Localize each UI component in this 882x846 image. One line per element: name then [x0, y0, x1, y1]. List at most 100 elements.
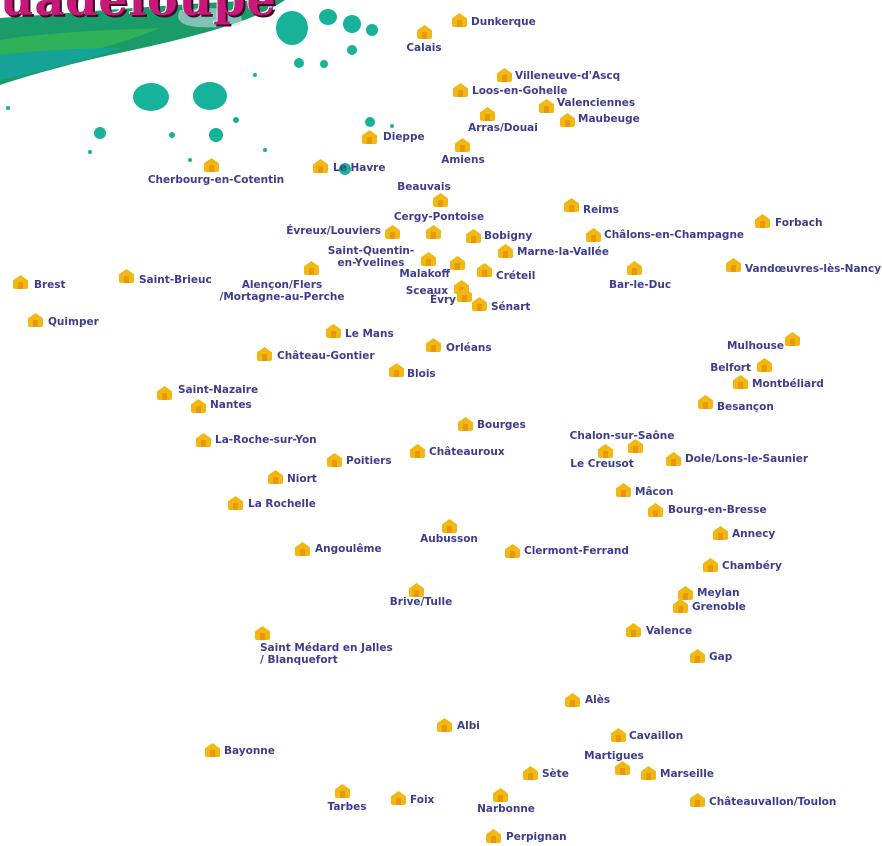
city-label[interactable]: Le Mans: [345, 328, 394, 340]
city-marker-icon[interactable]: [28, 313, 43, 327]
city-label[interactable]: Mâcon: [635, 486, 674, 498]
city-label[interactable]: Malakoff: [399, 268, 450, 280]
city-marker-icon[interactable]: [486, 829, 501, 843]
city-label[interactable]: Cergy-Pontoise: [393, 211, 485, 223]
city-label[interactable]: Le Creusot: [570, 458, 634, 470]
city-marker-icon[interactable]: [295, 542, 310, 556]
city-marker-icon[interactable]: [564, 198, 579, 212]
city-marker-icon[interactable]: [703, 558, 718, 572]
city-marker-icon[interactable]: [385, 225, 400, 239]
city-marker-icon[interactable]: [628, 439, 643, 453]
city-marker-icon[interactable]: [455, 138, 470, 152]
city-label[interactable]: Nantes: [210, 399, 252, 411]
city-label[interactable]: Alençon/Flers/Mortagne-au-Perche: [219, 279, 345, 303]
city-label[interactable]: Brest: [34, 279, 66, 291]
city-label[interactable]: Meylan: [697, 587, 740, 599]
city-label[interactable]: Grenoble: [692, 601, 746, 613]
city-marker-icon[interactable]: [205, 743, 220, 757]
city-marker-icon[interactable]: [666, 452, 681, 466]
city-label[interactable]: Château-Gontier: [277, 350, 375, 362]
city-marker-icon[interactable]: [598, 444, 613, 458]
city-marker-icon[interactable]: [565, 693, 580, 707]
city-marker-icon[interactable]: [690, 649, 705, 663]
city-label[interactable]: Quimper: [48, 316, 99, 328]
city-marker-icon[interactable]: [477, 263, 492, 277]
city-label[interactable]: Calais: [406, 42, 442, 54]
city-marker-icon[interactable]: [442, 519, 457, 533]
city-marker-icon[interactable]: [409, 583, 424, 597]
city-marker-icon[interactable]: [627, 261, 642, 275]
city-label[interactable]: Créteil: [496, 270, 536, 282]
city-marker-icon[interactable]: [498, 244, 513, 258]
city-marker-icon[interactable]: [327, 453, 342, 467]
city-marker-icon[interactable]: [586, 228, 601, 242]
city-label[interactable]: Niort: [287, 473, 317, 485]
city-label[interactable]: Gap: [709, 651, 733, 663]
city-label[interactable]: Chambéry: [722, 560, 782, 572]
city-marker-icon[interactable]: [389, 363, 404, 377]
city-label[interactable]: Blois: [407, 368, 436, 380]
city-label[interactable]: Arras/Douai: [468, 122, 538, 134]
city-label[interactable]: Beauvais: [397, 181, 451, 193]
city-marker-icon[interactable]: [472, 297, 487, 311]
city-marker-icon[interactable]: [228, 496, 243, 510]
city-label[interactable]: Orléans: [446, 342, 492, 354]
city-label[interactable]: Vandœuvres-lès-Nancy: [745, 263, 882, 275]
city-label[interactable]: Dole/Lons-le-Saunier: [685, 453, 809, 465]
city-label[interactable]: Bayonne: [224, 745, 275, 757]
city-label[interactable]: Marne-la-Vallée: [517, 246, 610, 258]
city-marker-icon[interactable]: [480, 107, 495, 121]
city-marker-icon[interactable]: [13, 275, 28, 289]
city-marker-icon[interactable]: [410, 444, 425, 458]
city-marker-icon[interactable]: [437, 718, 452, 732]
city-label[interactable]: Le Havre: [333, 162, 386, 174]
city-marker-icon[interactable]: [458, 417, 473, 431]
city-label[interactable]: Aubusson: [420, 533, 478, 545]
city-label[interactable]: Narbonne: [477, 803, 535, 815]
city-marker-icon[interactable]: [255, 626, 270, 640]
city-marker-icon[interactable]: [757, 358, 772, 372]
city-label[interactable]: Foix: [410, 794, 435, 806]
city-label[interactable]: Poitiers: [346, 455, 392, 467]
city-label[interactable]: Saint-Brieuc: [139, 274, 212, 286]
city-label[interactable]: Dieppe: [383, 131, 425, 143]
city-label[interactable]: Châteauroux: [429, 446, 505, 458]
city-label[interactable]: Clermont-Ferrand: [524, 545, 629, 557]
city-label[interactable]: Valenciennes: [557, 97, 636, 109]
city-label[interactable]: Tarbes: [327, 801, 367, 813]
city-marker-icon[interactable]: [673, 599, 688, 613]
city-marker-icon[interactable]: [726, 258, 741, 272]
city-label[interactable]: Montbéliard: [752, 378, 824, 390]
city-label[interactable]: Châlons-en-Champagne: [604, 229, 745, 241]
city-marker-icon[interactable]: [417, 25, 432, 39]
city-marker-icon[interactable]: [733, 375, 748, 389]
city-label[interactable]: Maubeuge: [578, 113, 640, 125]
city-marker-icon[interactable]: [641, 766, 656, 780]
city-label[interactable]: Cherbourg-en-Cotentin: [147, 174, 285, 186]
city-label[interactable]: Saint Médard en Jalles/ Blanquefort: [260, 642, 393, 666]
city-marker-icon[interactable]: [690, 793, 705, 807]
city-marker-icon[interactable]: [626, 623, 641, 637]
city-marker-icon[interactable]: [362, 130, 377, 144]
city-marker-icon[interactable]: [196, 433, 211, 447]
city-label[interactable]: Belfort: [710, 362, 751, 374]
city-label[interactable]: Chalon-sur-Saône: [569, 430, 675, 442]
city-label[interactable]: Forbach: [775, 217, 823, 229]
city-label[interactable]: Dunkerque: [471, 16, 536, 28]
city-marker-icon[interactable]: [191, 399, 206, 413]
city-marker-icon[interactable]: [426, 338, 441, 352]
city-marker-icon[interactable]: [304, 261, 319, 275]
city-label[interactable]: Bourg-en-Bresse: [668, 504, 767, 516]
city-label[interactable]: Villeneuve-d'Ascq: [515, 70, 621, 82]
city-marker-icon[interactable]: [497, 68, 512, 82]
city-marker-icon[interactable]: [493, 788, 508, 802]
city-marker-icon[interactable]: [157, 386, 172, 400]
city-marker-icon[interactable]: [204, 158, 219, 172]
city-label[interactable]: Saint-Nazaire: [178, 384, 259, 396]
city-marker-icon[interactable]: [560, 113, 575, 127]
city-marker-icon[interactable]: [313, 159, 328, 173]
city-label[interactable]: Loos-en-Gohelle: [472, 85, 568, 97]
city-marker-icon[interactable]: [678, 586, 693, 600]
city-label[interactable]: Bobigny: [484, 230, 533, 242]
city-label[interactable]: Perpignan: [506, 831, 567, 843]
